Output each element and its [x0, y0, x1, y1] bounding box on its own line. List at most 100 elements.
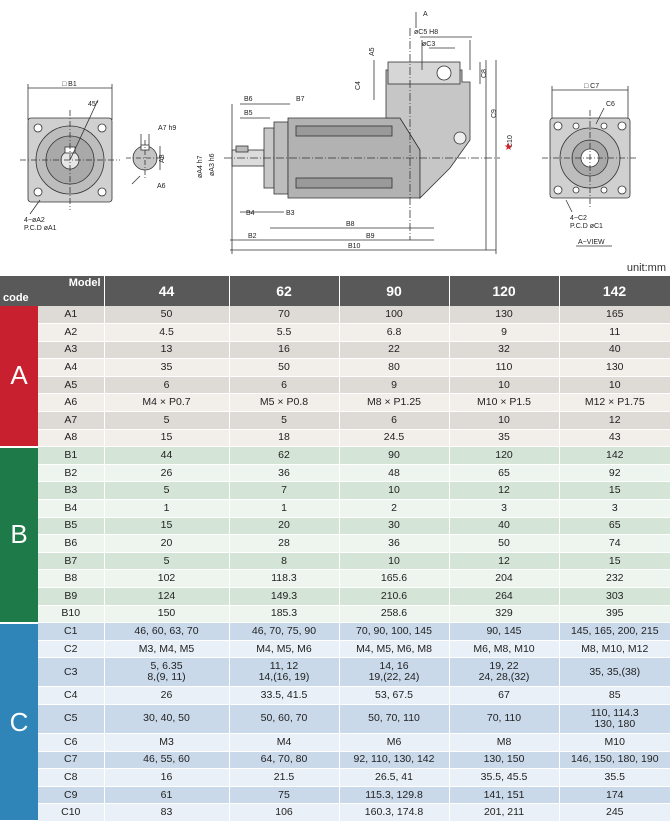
value-cell: 35.5: [559, 769, 670, 787]
value-cell: 141, 151: [449, 786, 559, 804]
value-cell: 13: [104, 341, 229, 359]
value-cell: 146, 150, 180, 190: [559, 751, 670, 769]
value-cell: 10: [339, 482, 449, 500]
value-cell: 264: [449, 588, 559, 606]
value-cell: 18: [229, 429, 339, 447]
code-cell: C6: [38, 733, 104, 751]
value-cell: 165: [559, 306, 670, 324]
code-cell: A6: [38, 394, 104, 412]
technical-drawing: □ B1 45° 4−øA2 P.C.D øA1 A7 h9 A8 A6: [0, 0, 670, 262]
a-view: [542, 86, 638, 246]
value-line: 130, 180: [560, 719, 670, 730]
value-cell: 50: [449, 535, 559, 553]
label-c9: C9: [491, 109, 498, 118]
value-cell: 92, 110, 130, 142: [339, 751, 449, 769]
value-cell: 160.3, 174.8: [339, 804, 449, 822]
value-cell: 15: [104, 517, 229, 535]
code-cell: C2: [38, 640, 104, 658]
value-cell: 35, 35,(38): [559, 658, 670, 687]
code-cell: A5: [38, 376, 104, 394]
label-b6: B6: [244, 96, 253, 103]
value-cell: 102: [104, 570, 229, 588]
value-cell: 75: [229, 786, 339, 804]
label-c6: C6: [606, 101, 615, 108]
value-cell: 50, 70, 110: [339, 704, 449, 733]
code-cell: C1: [38, 623, 104, 641]
value-cell: 10: [339, 552, 449, 570]
value-cell: 46, 55, 60: [104, 751, 229, 769]
value-cell: 174: [559, 786, 670, 804]
header-code-label: code: [3, 293, 29, 304]
value-cell: 12: [559, 412, 670, 430]
value-cell: 8: [229, 552, 339, 570]
value-cell: 33.5, 41.5: [229, 687, 339, 705]
label-a2: 4−øA2: [24, 217, 45, 224]
code-cell: C7: [38, 751, 104, 769]
value-cell: 80: [339, 359, 449, 377]
value-line: 35, 35,(38): [560, 667, 670, 678]
value-cell: M8: [449, 733, 559, 751]
header-model-90: 90: [339, 276, 449, 306]
star-icon: ★: [504, 142, 513, 153]
value-cell: 303: [559, 588, 670, 606]
header-model-120: 120: [449, 276, 559, 306]
code-cell: C9: [38, 786, 104, 804]
value-cell: 16: [229, 341, 339, 359]
value-cell: 165.6: [339, 570, 449, 588]
value-cell: 20: [229, 517, 339, 535]
label-a-view: A−VIEW: [578, 239, 605, 246]
code-cell: B4: [38, 500, 104, 518]
label-c8: C8: [481, 69, 488, 78]
header-model-44: 44: [104, 276, 229, 306]
value-line: 50, 60, 70: [230, 713, 339, 724]
group-label-c: C: [0, 623, 38, 822]
value-cell: 115.3, 129.8: [339, 786, 449, 804]
value-cell: 7: [229, 482, 339, 500]
value-cell: 145, 165, 200, 215: [559, 623, 670, 641]
value-cell: 130, 150: [449, 751, 559, 769]
value-cell: 6.8: [339, 324, 449, 342]
code-cell: C8: [38, 769, 104, 787]
value-line: 70, 110: [450, 713, 559, 724]
value-cell: 9: [449, 324, 559, 342]
value-cell: 5: [229, 412, 339, 430]
value-cell: 11: [559, 324, 670, 342]
value-cell: 40: [559, 341, 670, 359]
value-cell: M3, M4, M5: [104, 640, 229, 658]
value-cell: 32: [449, 341, 559, 359]
value-cell: 21.5: [229, 769, 339, 787]
label-c4: C4: [355, 81, 362, 90]
value-cell: M6, M8, M10: [449, 640, 559, 658]
value-cell: 67: [449, 687, 559, 705]
label-view-a: A: [423, 11, 428, 18]
code-cell: A4: [38, 359, 104, 377]
value-cell: 26.5, 41: [339, 769, 449, 787]
value-cell: 204: [449, 570, 559, 588]
value-cell: 5: [104, 552, 229, 570]
value-cell: 149.3: [229, 588, 339, 606]
value-cell: 22: [339, 341, 449, 359]
code-cell: A3: [38, 341, 104, 359]
value-cell: M4 × P0.7: [104, 394, 229, 412]
code-cell: A7: [38, 412, 104, 430]
value-cell: 150: [104, 605, 229, 623]
value-cell: 90, 145: [449, 623, 559, 641]
value-cell: 130: [559, 359, 670, 377]
value-line: 14,(16, 19): [230, 672, 339, 683]
value-cell: 83: [104, 804, 229, 822]
value-cell: 74: [559, 535, 670, 553]
value-cell: 62: [229, 447, 339, 465]
value-cell: 12: [449, 552, 559, 570]
